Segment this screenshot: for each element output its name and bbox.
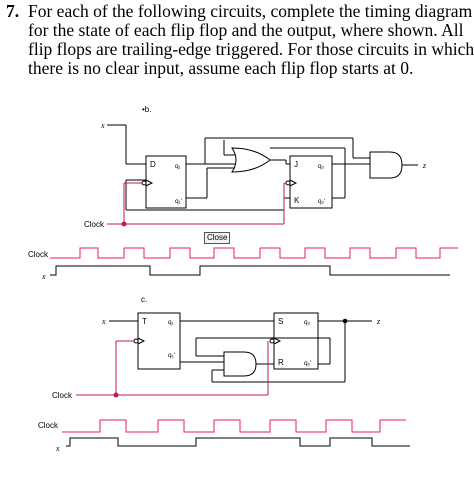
ff1-t-input-label: T (142, 317, 147, 326)
timing-c-clock-label: Clock (38, 421, 59, 430)
timing-b-clock-label: Clock (28, 250, 49, 259)
circuit-b-z-label: z (422, 161, 427, 170)
circuit-b-x-label: x (100, 121, 105, 130)
question-text: 7. For each of the following circuits, co… (6, 1, 474, 78)
ff2-j-input-label: J (294, 160, 298, 169)
circuit-b-clock-label: Clock (84, 220, 105, 229)
timing-b-x-label: x (41, 272, 46, 281)
timing-b-x-waveform (50, 265, 450, 276)
timing-c-x-label: x (55, 444, 60, 453)
circuit-c-label: c. (141, 295, 147, 304)
close-tooltip[interactable]: Close (204, 232, 231, 244)
ff2-q-label: q₂ (318, 163, 325, 170)
circuit-b-or-gate (231, 147, 271, 173)
ff1-d-input-label: D (150, 160, 156, 169)
question-line-2: for the state of each flip flop and the … (28, 20, 464, 40)
c-ff2-q-label: q₂ (304, 319, 311, 326)
c-ff2-qn-label: q₂' (304, 360, 311, 367)
circuit-b: •b. x D q₁ q₁' J K q₂ q₂' (84, 105, 427, 229)
timing-c-clock-waveform (62, 419, 406, 433)
timing-b-clock-waveform (50, 247, 458, 259)
ff2-r-input-label: R (278, 358, 284, 367)
circuit-c-z-label: z (376, 317, 381, 326)
circuit-c-and-gate (223, 351, 257, 377)
timing-c-x-waveform (66, 437, 410, 447)
ff1-qn-label: q₁' (175, 198, 182, 205)
circuit-c: c. x T q₁ q₁' S R q₂ q₂' z (52, 295, 381, 400)
circuit-b-label: •b. (142, 105, 151, 114)
ff2-k-input-label: K (294, 196, 300, 205)
question-line-4: there is no clear input, assume each fli… (28, 58, 414, 78)
timing-diagram-c: Clock x (38, 419, 410, 453)
c-ff1-q-label: q₁ (168, 319, 175, 326)
ff1-q-label: q₁ (175, 163, 182, 170)
question-number: 7. (6, 1, 20, 21)
question-line-1: For each of the following circuits, comp… (28, 1, 473, 21)
ff2-s-input-label: S (278, 317, 283, 326)
circuit-c-x-label: x (101, 317, 106, 326)
timing-diagram-b: Clock x (28, 247, 458, 281)
circuit-c-clock-label: Clock (52, 391, 73, 400)
circuit-b-and-gate (369, 151, 403, 179)
ff2-qn-label: q₂' (318, 198, 325, 205)
c-ff1-qn-label: q₁' (168, 352, 175, 359)
question-line-3: flip flops are trailing-edge triggered. … (28, 39, 474, 59)
